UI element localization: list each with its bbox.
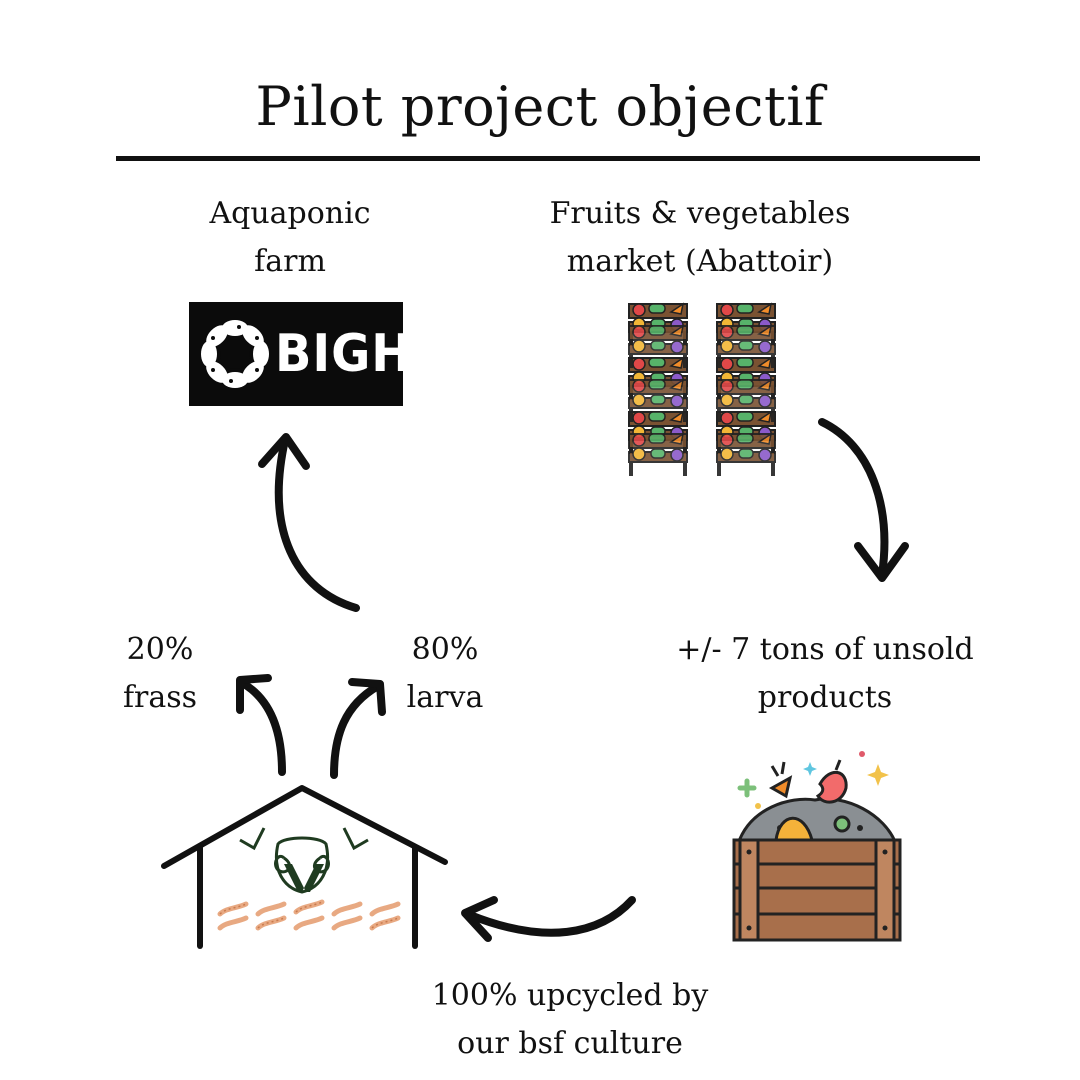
market-label-line2: market (Abattoir) xyxy=(566,244,834,279)
arrow-market-to-unsold xyxy=(818,418,889,579)
arrow-to-frass xyxy=(240,680,286,776)
bsf-insect-logo xyxy=(239,827,369,894)
upcycled-label-line1: 100% upcycled by xyxy=(431,978,709,1013)
larva-label: 80% larva xyxy=(385,626,505,722)
aquaponic-label-line1: Aquaponic xyxy=(209,196,371,231)
aquaponic-label-line2: farm xyxy=(254,244,326,279)
larva-text: larva xyxy=(406,680,484,715)
arrow-to-larva xyxy=(330,682,382,779)
frass-percent: 20% xyxy=(126,632,194,667)
arrow-bsf-to-aquaponic xyxy=(274,436,360,612)
fish-ring-icon xyxy=(201,320,269,388)
bsf-insect-house-icon xyxy=(161,785,448,949)
compost-crate-icon xyxy=(732,751,902,942)
arrow-compost-to-bsf xyxy=(466,896,636,937)
larvae-group xyxy=(217,899,401,931)
larva-percent: 80% xyxy=(411,632,479,667)
market-label: Fruits & vegetables market (Abattoir) xyxy=(520,190,880,286)
unsold-label-line2: products xyxy=(757,680,893,715)
title-underline xyxy=(116,156,980,161)
unsold-products-label: +/- 7 tons of unsold products xyxy=(655,626,995,722)
bigh-logo: BIGH xyxy=(189,302,411,406)
upcycled-label: 100% upcycled by our bsf culture xyxy=(400,972,740,1068)
upcycled-label-line2: our bsf culture xyxy=(457,1026,683,1061)
frass-text: frass xyxy=(122,680,198,715)
page-title: Pilot project objectif xyxy=(255,75,825,138)
frass-label: 20% frass xyxy=(100,626,220,722)
aquaponic-farm-label: Aquaponic farm xyxy=(190,190,390,286)
bigh-logo-text: BIGH xyxy=(275,324,413,384)
market-label-line1: Fruits & vegetables xyxy=(549,196,851,231)
unsold-label-line1: +/- 7 tons of unsold xyxy=(676,632,974,667)
